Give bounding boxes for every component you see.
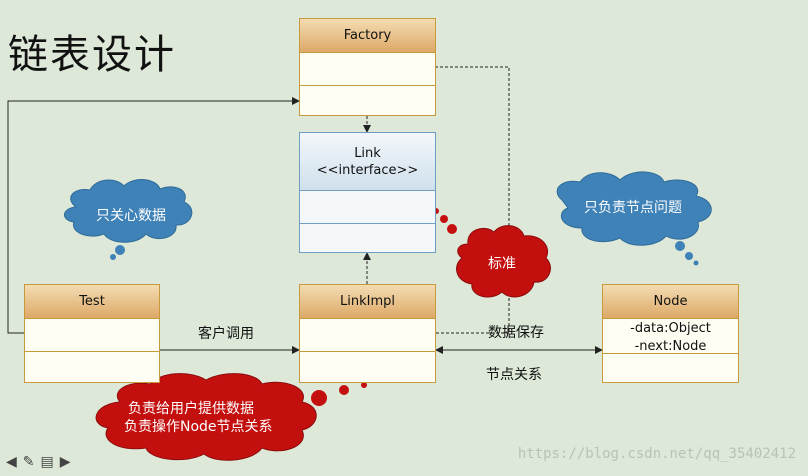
class-test-methods (25, 352, 159, 383)
cloud-node-only (556, 171, 712, 246)
watermark-url: https://blog.csdn.net/qq_35402412 (517, 446, 796, 462)
node-attribute-next: -next:Node (634, 339, 707, 354)
class-linkimpl-attributes (300, 319, 435, 352)
class-node-methods (603, 354, 738, 383)
class-test-attributes (25, 319, 159, 352)
class-factory-attributes (300, 53, 435, 86)
class-link: Link <<interface>> (299, 132, 436, 253)
class-linkimpl-name: LinkImpl (300, 285, 435, 319)
class-node: Node -data:Object -next:Node (602, 284, 739, 383)
next-arrow-icon[interactable]: ▶ (59, 454, 71, 470)
test-to-factory-line (7, 97, 300, 334)
cloud-linkimpl-note-line2: 负责操作Node节点关系 (124, 419, 273, 435)
cloud-linkimpl-note (95, 373, 317, 461)
class-link-name: Link (354, 145, 381, 161)
cloud-linkimpl-note-line1: 负责给用户提供数据 (128, 401, 254, 417)
class-factory-methods (300, 86, 435, 116)
class-link-methods (300, 224, 435, 253)
cloud-standard (456, 225, 551, 298)
label-data-storage: 数据保存 (488, 325, 544, 341)
page-title: 链表设计 (8, 32, 176, 78)
cloud-standard-text: 标准 (488, 256, 516, 272)
class-test-name: Test (25, 285, 159, 319)
label-client-call: 客户调用 (198, 326, 254, 342)
menu-icon[interactable]: ▤ (40, 454, 54, 470)
cloud-data-only-text: 只关心数据 (96, 208, 166, 224)
class-test: Test (24, 284, 160, 383)
class-linkimpl-methods (300, 352, 435, 383)
class-linkimpl: LinkImpl (299, 284, 436, 383)
class-link-stereotype: <<interface>> (316, 162, 419, 178)
cloud-data-only (64, 179, 193, 243)
slide-nav-toolbar: ◀ ✎ ▤ ▶ (6, 454, 71, 470)
node-attribute-data: -data:Object (630, 321, 711, 336)
prev-arrow-icon[interactable]: ◀ (6, 454, 17, 470)
factory-to-linkimpl-dashed (435, 66, 510, 334)
class-factory-name: Factory (300, 19, 435, 53)
class-link-header: Link <<interface>> (300, 133, 435, 191)
label-node-relation: 节点关系 (486, 367, 542, 383)
class-link-attributes (300, 191, 435, 224)
class-node-attributes: -data:Object -next:Node (603, 319, 738, 354)
cloud-node-only-text: 只负责节点问题 (584, 200, 682, 216)
class-node-name: Node (603, 285, 738, 319)
class-factory: Factory (299, 18, 436, 116)
pen-icon[interactable]: ✎ (22, 454, 35, 470)
